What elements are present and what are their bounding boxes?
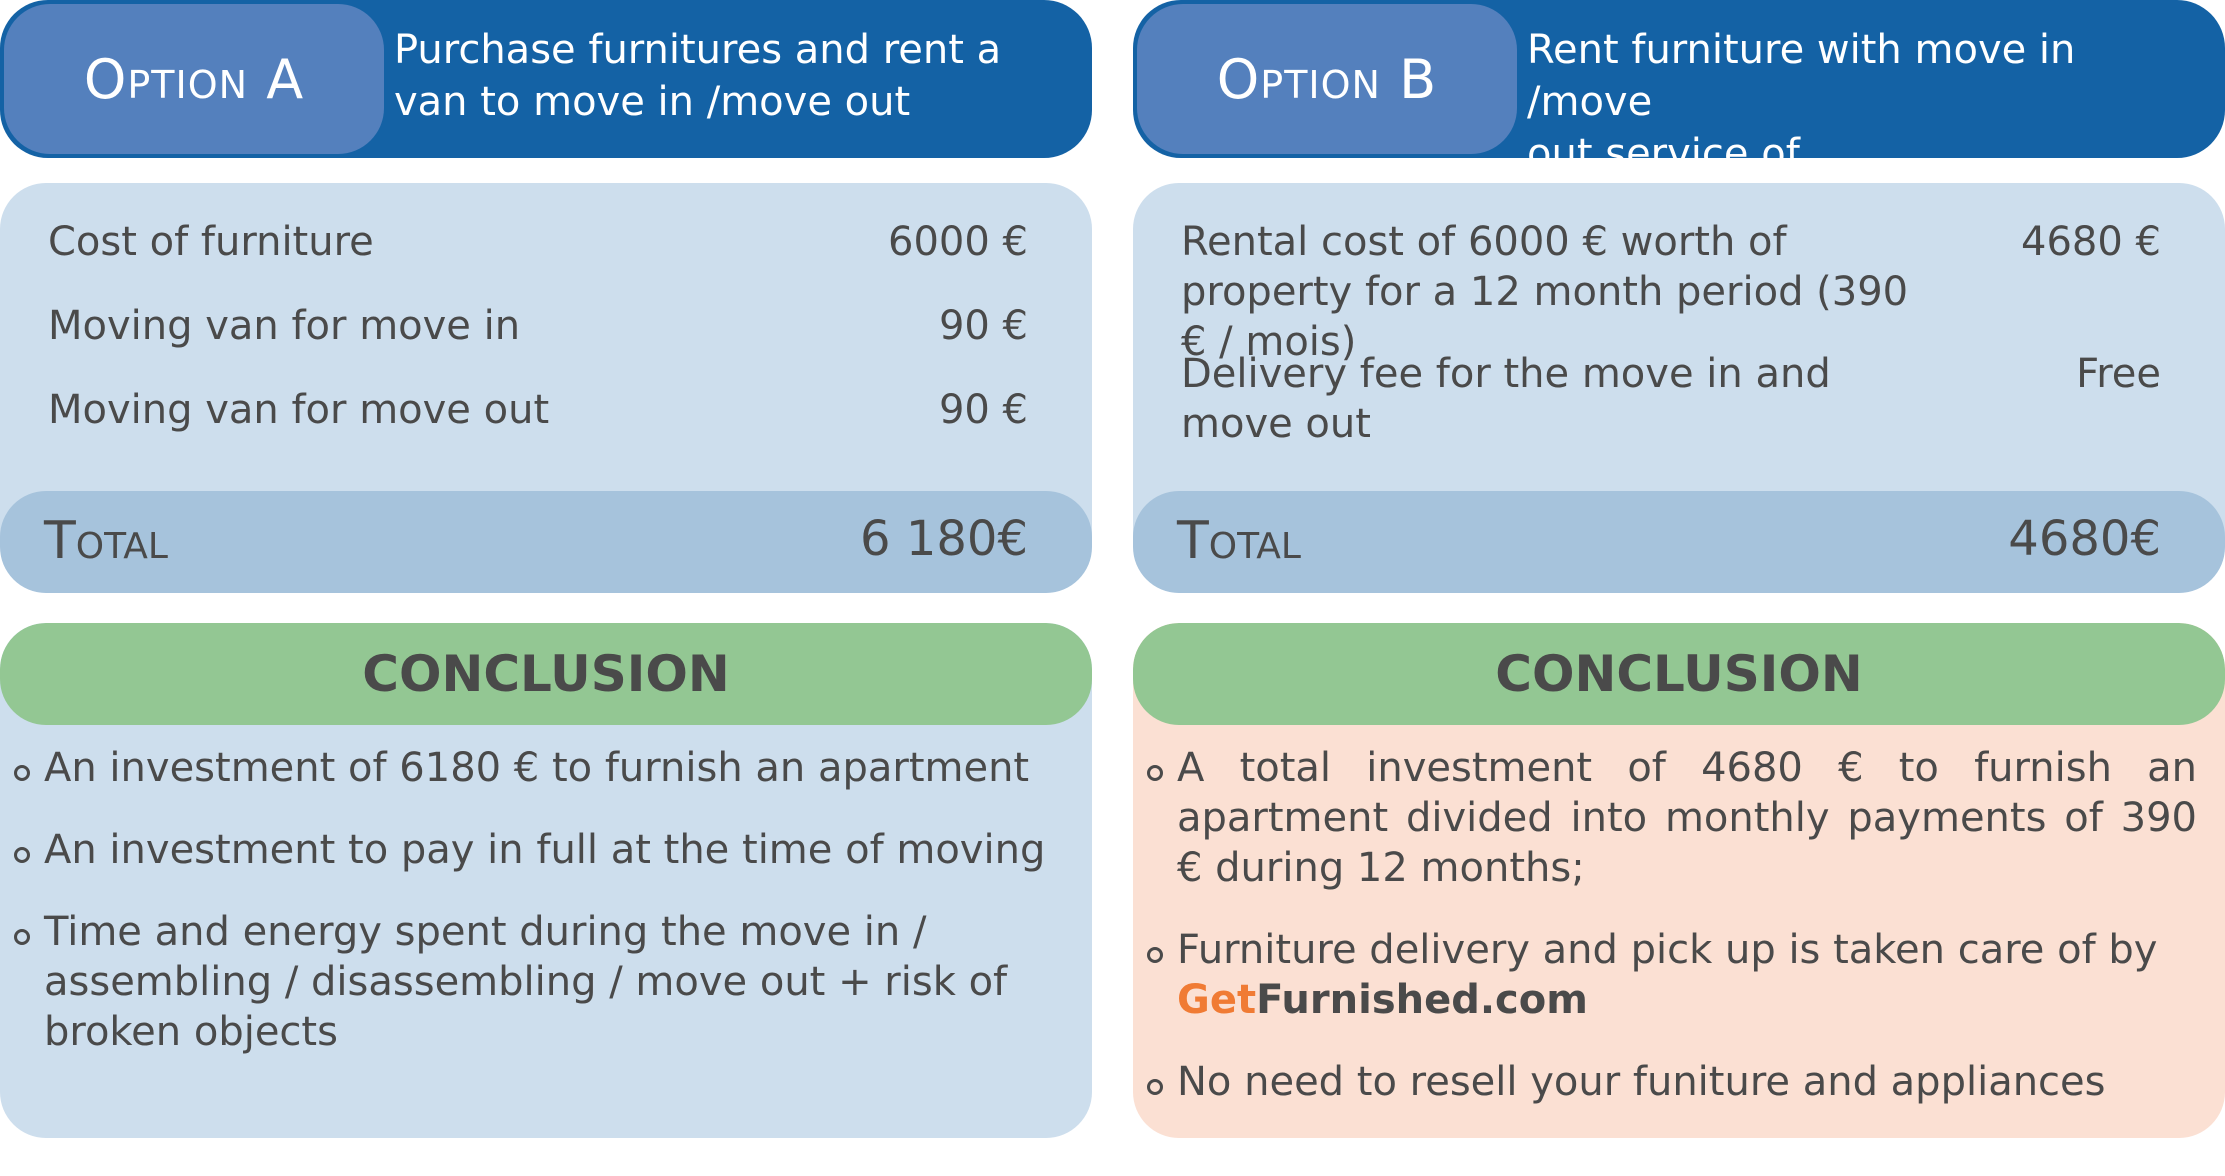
- option-a-header-line1: Purchase furnitures and rent a: [394, 27, 1002, 73]
- cost-label: Delivery fee for the move in and move ou…: [1181, 351, 1831, 447]
- brand-get: Get: [1177, 977, 1257, 1023]
- option-a-header-line2: van to move in /move out: [394, 79, 911, 125]
- option-b-tab: Option B: [1137, 4, 1517, 154]
- option-a-header-text: Purchase furnitures and rent a van to mo…: [394, 24, 1074, 128]
- option-b-column: Option B Rent furniture with move in /mo…: [1133, 0, 2225, 1176]
- bullet-circle-icon: [1147, 947, 1163, 963]
- bullet-circle-icon: [14, 847, 30, 863]
- option-a-total-bar: Total 6 180€: [0, 491, 1092, 593]
- option-a-header: Option A Purchase furnitures and rent a …: [0, 0, 1092, 158]
- list-item: Time and energy spent during the move in…: [14, 907, 1064, 1057]
- total-value: 6 180€: [860, 511, 1028, 567]
- cost-value: 4680 €: [2021, 219, 2161, 265]
- cost-label: Rental cost of 6000 € worth of property …: [1181, 219, 1909, 365]
- cost-value: 6000 €: [888, 219, 1028, 265]
- brand-furnished: Furnished.com: [1256, 977, 1588, 1023]
- header-line2-text: out service of: [1527, 131, 1800, 158]
- cost-label: Cost of furniture: [48, 219, 374, 265]
- option-b-header-text: Rent furniture with move in /move out se…: [1527, 24, 2207, 158]
- conclusion-text: No need to resell your funiture and appl…: [1177, 1059, 2106, 1105]
- conclusion-title: CONCLUSION: [0, 623, 1092, 725]
- conclusion-text: Time and energy spent during the move in…: [44, 909, 1008, 1055]
- cost-value: 90 €: [938, 387, 1028, 433]
- list-item: An investment of 6180 € to furnish an ap…: [14, 743, 1064, 793]
- option-a-conclusion-list: An investment of 6180 € to furnish an ap…: [14, 743, 1064, 1089]
- list-item: An investment to pay in full at the time…: [14, 825, 1064, 875]
- option-b-cost-panel: Rental cost of 6000 € worth of property …: [1133, 183, 2225, 593]
- option-b-conclusion-list: A total investment of 4680 € to furnish …: [1147, 743, 2197, 1138]
- option-a-cost-panel: Cost of furniture 6000 € Moving van for …: [0, 183, 1092, 593]
- option-b-conclusion-panel: CONCLUSION A total investment of 4680 € …: [1133, 623, 2225, 1138]
- bullet-circle-icon: [1147, 765, 1163, 781]
- cost-label: Moving van for move out: [48, 387, 550, 433]
- cost-value: Free: [2076, 351, 2161, 397]
- bullet-circle-icon: [14, 929, 30, 945]
- option-b-header: Option B Rent furniture with move in /mo…: [1133, 0, 2225, 158]
- option-a-tab: Option A: [4, 4, 384, 154]
- option-a-column: Option A Purchase furnitures and rent a …: [0, 0, 1092, 1176]
- list-item: Furniture delivery and pick up is taken …: [1147, 925, 2197, 1025]
- option-b-header-line2: out service of GetFurnished.com: [1527, 128, 2207, 158]
- list-item: No need to resell your funiture and appl…: [1147, 1057, 2197, 1107]
- option-b-total-bar: Total 4680€: [1133, 491, 2225, 593]
- conclusion-text: Furniture delivery and pick up is taken …: [1177, 927, 2158, 973]
- option-b-header-line1: Rent furniture with move in /move: [1527, 27, 2076, 125]
- cost-label: Moving van for move in: [48, 303, 521, 349]
- total-label: Total: [1177, 511, 1301, 571]
- conclusion-title: CONCLUSION: [1133, 623, 2225, 725]
- cost-value: 90 €: [938, 303, 1028, 349]
- option-a-conclusion-panel: CONCLUSION An investment of 6180 € to fu…: [0, 623, 1092, 1138]
- conclusion-text: An investment of 6180 € to furnish an ap…: [44, 745, 1030, 791]
- conclusion-text: A total investment of 4680 € to furnish …: [1177, 745, 2197, 891]
- bullet-circle-icon: [1147, 1079, 1163, 1095]
- bullet-circle-icon: [14, 765, 30, 781]
- conclusion-text: An investment to pay in full at the time…: [44, 827, 1046, 873]
- total-label: Total: [44, 511, 168, 571]
- list-item: A total investment of 4680 € to furnish …: [1147, 743, 2197, 893]
- total-value: 4680€: [2008, 511, 2161, 567]
